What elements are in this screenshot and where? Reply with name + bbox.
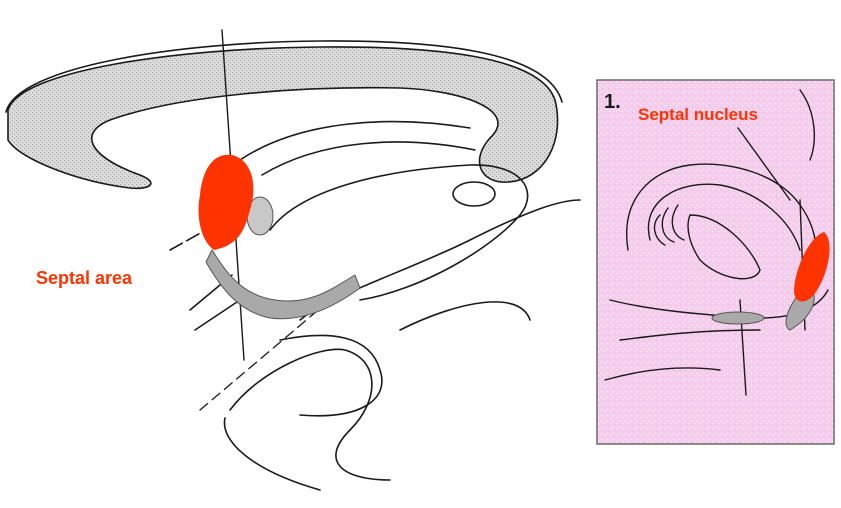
pointer-line-3 [195,300,240,330]
coronal-panel: 1. Septal nucleus [597,80,834,444]
fornix-line [240,122,470,160]
septal-nucleus-label: Septal nucleus [638,105,758,124]
lower-contour [224,418,320,490]
brainstem-outline [300,200,580,320]
brainstem-inner [280,335,382,415]
septal-area-label: Septal area [36,268,133,288]
corpus-callosum [8,47,558,188]
temporal-arc [400,302,530,330]
panel-background [597,80,834,444]
panel-number: 1. [604,91,621,113]
diagonal-band [206,250,360,319]
septal-area-highlight [199,155,254,250]
sagittal-section [6,30,580,490]
inner-arc [262,142,475,175]
pons-outline [230,349,390,480]
mamillary-oval [453,182,495,206]
panel-grey-band [712,312,764,324]
